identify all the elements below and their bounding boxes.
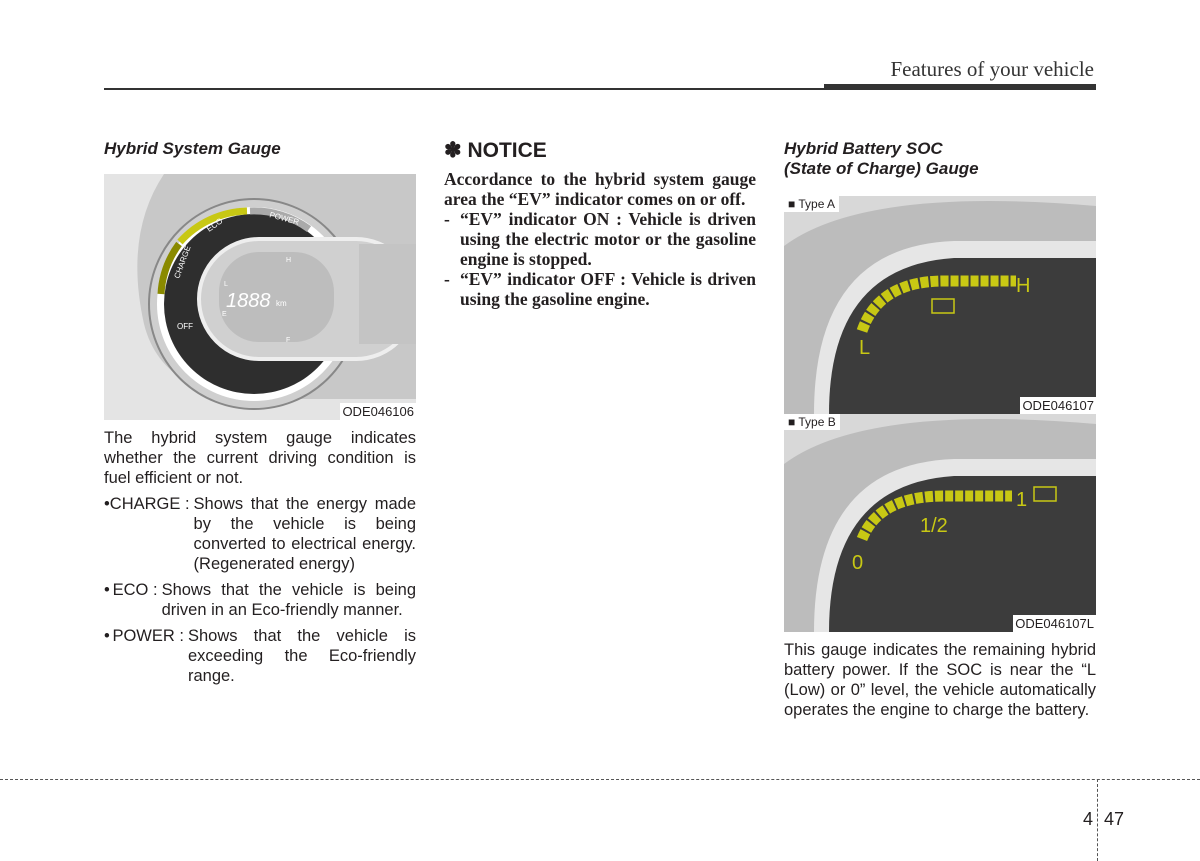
figure-code: ODE046107 — [1020, 397, 1096, 414]
page-number: 47 — [1104, 809, 1125, 829]
left-column: Hybrid System Gauge CHARGE ECO POWER OFF… — [104, 139, 416, 686]
soc-full-label: 1 — [1016, 489, 1027, 511]
footer-rule — [0, 779, 1200, 780]
heading-line: (State of Charge) Gauge — [784, 159, 979, 178]
heading-line: Hybrid Battery SOC — [784, 139, 943, 158]
bullet-charge: •CHARGE :Shows that the energy made by t… — [104, 495, 416, 573]
section-heading: Hybrid System Gauge — [104, 139, 281, 158]
battery-icon — [1033, 486, 1057, 502]
fuel-empty-label: E — [222, 311, 227, 318]
soc-half-label: 1/2 — [920, 515, 948, 537]
fuel-full-label: F — [286, 337, 290, 344]
figure-code: ODE046106 — [340, 403, 416, 420]
section-heading: Hybrid Battery SOC(State of Charge) Gaug… — [784, 139, 1096, 179]
bullet-power: •POWER :Shows that the vehicle is exceed… — [104, 627, 416, 685]
figure-code: ODE046107L — [1013, 615, 1096, 632]
hybrid-gauge-illustration: CHARGE ECO POWER OFF 1888 km H L E F — [104, 174, 416, 420]
right-column: Hybrid Battery SOC(State of Charge) Gaug… — [784, 139, 1096, 720]
bullet-text: Shows that the vehicle is being driven i… — [161, 581, 416, 619]
header-rule-thick — [824, 84, 1096, 90]
bullet-text: Shows that the vehicle is exceeding the … — [187, 627, 416, 685]
temp-low-label: L — [224, 281, 228, 288]
soc-gauge-a-illustration: L H — [784, 196, 1096, 414]
bullet-term: ECO : — [112, 581, 158, 599]
bullet-term: CHARGE : — [109, 495, 190, 513]
footer-divider — [1097, 779, 1098, 861]
soc-figure-type-a: L H ■ Type A ODE046107 — [784, 196, 1096, 414]
off-label: OFF — [177, 322, 193, 331]
hybrid-gauge-figure: CHARGE ECO POWER OFF 1888 km H L E F ODE… — [104, 174, 416, 420]
chapter-number: 4 — [1083, 809, 1094, 829]
notice-column: ✽ NOTICE Accordance to the hybrid system… — [444, 138, 756, 309]
notice-heading: ✽ NOTICE — [444, 138, 756, 163]
soc-figure-type-b: 0 1/2 1 ■ Type B ODE046107L — [784, 414, 1096, 632]
notice-title: NOTICE — [467, 139, 547, 162]
bullet-text: Shows that the energy made by the vehicl… — [193, 495, 416, 573]
type-label: ■ Type A — [784, 196, 840, 212]
notice-item-text: “EV” indicator ON : Vehicle is driven us… — [460, 209, 756, 269]
odometer-unit: km — [276, 299, 287, 308]
section-title: Features of your vehicle — [890, 57, 1094, 81]
notice-item-text: “EV” indicator OFF : Vehicle is driven u… — [460, 269, 756, 309]
gauge-intro: The hybrid system gauge indicates whethe… — [104, 429, 416, 487]
notice-item: -“EV” indicator OFF : Vehicle is driven … — [444, 269, 756, 309]
odometer-readout: 1888 — [226, 290, 271, 312]
temp-high-label: H — [286, 257, 291, 264]
notice-icon: ✽ — [444, 139, 462, 162]
soc-high-label: H — [1016, 275, 1030, 297]
bullet-eco: •ECO :Shows that the vehicle is being dr… — [104, 581, 416, 619]
notice-item: -“EV” indicator ON : Vehicle is driven u… — [444, 209, 756, 269]
bullet-term: POWER : — [112, 627, 184, 645]
soc-low-label: L — [859, 337, 870, 359]
header-rule — [104, 88, 824, 90]
notice-intro: Accordance to the hybrid system gauge ar… — [444, 169, 756, 209]
soc-gauge-b-illustration: 0 1/2 1 — [784, 414, 1096, 632]
bullet-list: •CHARGE :Shows that the energy made by t… — [104, 494, 416, 686]
battery-icon — [931, 298, 955, 314]
type-label: ■ Type B — [784, 414, 840, 430]
soc-zero-label: 0 — [852, 552, 863, 574]
soc-description: This gauge indicates the remaining hybri… — [784, 641, 1096, 719]
